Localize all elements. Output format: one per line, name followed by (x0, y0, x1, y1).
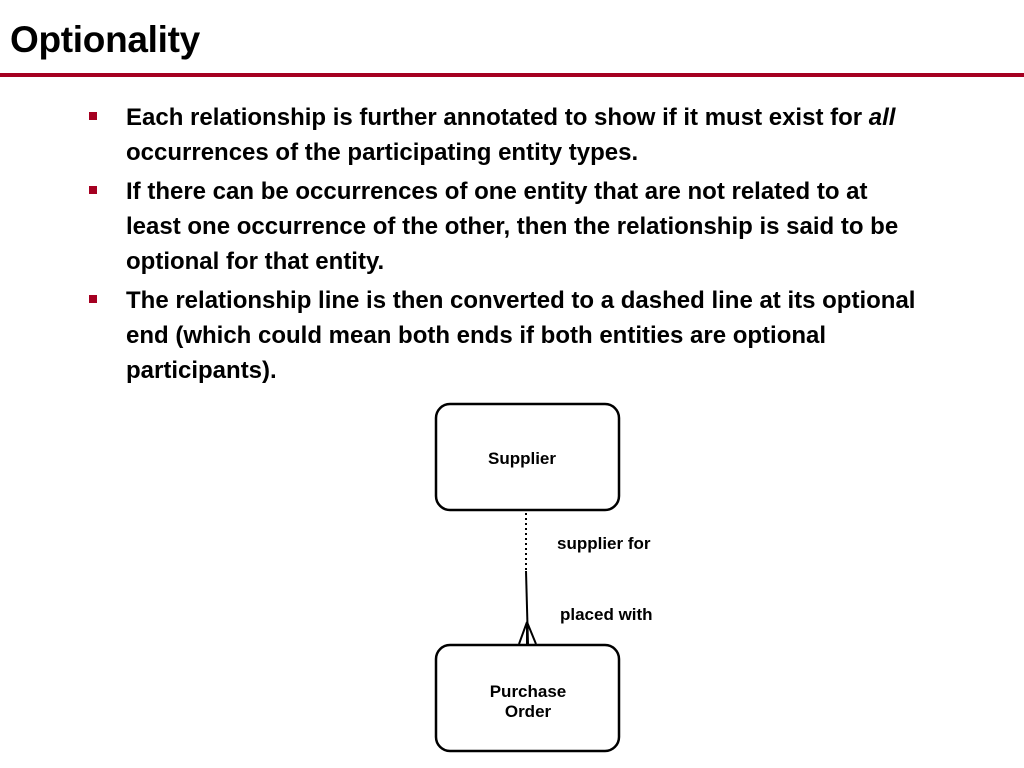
square-bullet-icon (89, 112, 97, 120)
bullet-item: If there can be occurrences of one entit… (89, 174, 919, 279)
slide-title: Optionality (10, 19, 200, 60)
entity-name-line-2: Order (505, 702, 552, 721)
bullet-text: The relationship line is then converted … (126, 287, 916, 384)
bullet-text-end: occurrences of the participating entity … (126, 139, 639, 166)
bullet-emphasis: all (868, 104, 896, 131)
relationship-label-top: supplier for (557, 534, 651, 553)
square-bullet-icon (89, 186, 97, 194)
bullet-list: Each relationship is further annotated t… (89, 100, 919, 392)
bullet-item: Each relationship is further annotated t… (89, 100, 919, 170)
entity-box (434, 402, 621, 512)
entity-name-line-1: Purchase (490, 682, 567, 701)
bullet-text-start: Each relationship is further annotated t… (126, 104, 869, 131)
entity-purchase-order: Purchase Order (434, 643, 621, 753)
relationship-label-bottom: placed with (560, 605, 653, 624)
bullet-text: If there can be occurrences of one entit… (126, 178, 899, 275)
title-divider (0, 73, 1024, 77)
entity-name: Supplier (488, 449, 556, 468)
entity-box (434, 643, 621, 753)
square-bullet-icon (89, 295, 97, 303)
crows-foot-icon (518, 621, 537, 645)
bullet-text: Each relationship is further annotated t… (126, 104, 895, 166)
entity-supplier: Supplier (434, 402, 621, 512)
bullet-item: The relationship line is then converted … (89, 283, 919, 388)
